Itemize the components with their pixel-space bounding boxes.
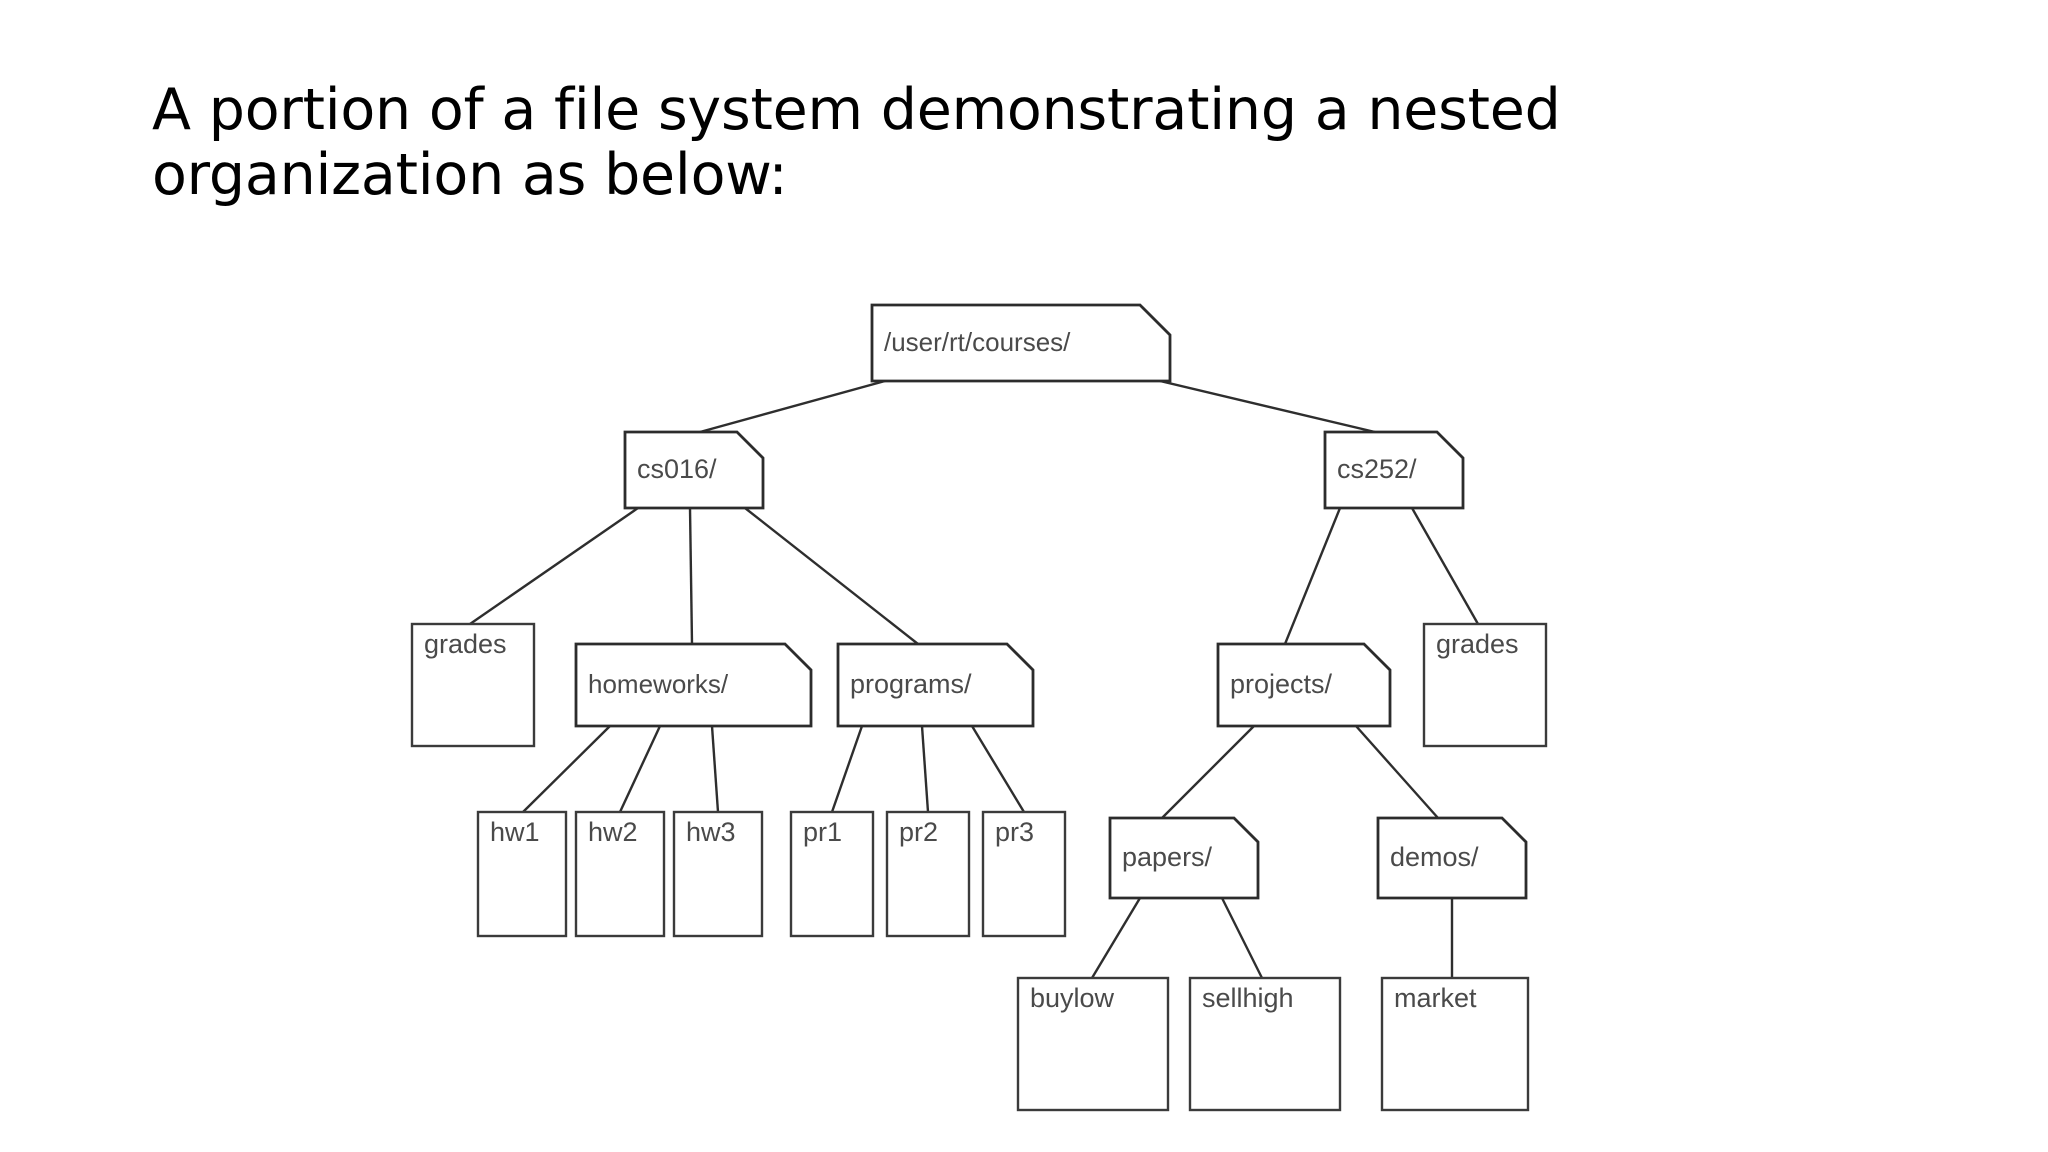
title-block: A portion of a file system demonstrating… — [152, 78, 1872, 208]
tree-edge-cs016-to-homeworks — [688, 507, 694, 645]
tree-node-pr3[interactable]: pr3 — [981, 810, 1067, 938]
tree-node-cs252[interactable]: cs252/ — [1323, 430, 1465, 510]
tree-node-programs[interactable]: programs/ — [836, 642, 1035, 728]
tree-node-label-market: market — [1394, 983, 1477, 1013]
tree-node-grades-l[interactable]: grades — [410, 622, 536, 748]
tree-node-label-programs: programs/ — [850, 669, 972, 699]
tree-node-label-cs252: cs252/ — [1337, 454, 1417, 484]
tree-edge-cs252-to-projects — [1283, 507, 1342, 645]
tree-edge-projects-to-demos — [1355, 725, 1439, 819]
file-icon-pr1[interactable] — [789, 810, 875, 938]
tree-edge-homeworks-to-hw3 — [710, 725, 720, 813]
tree-edge-programs-to-pr3 — [970, 725, 1026, 813]
tree-node-hw1[interactable]: hw1 — [476, 810, 568, 938]
file-icon-hw3[interactable] — [672, 810, 764, 938]
tree-node-buylow[interactable]: buylow — [1016, 976, 1170, 1112]
tree-node-hw2[interactable]: hw2 — [574, 810, 666, 938]
tree-node-label-hw3: hw3 — [686, 817, 736, 847]
tree-node-label-projects: projects/ — [1230, 669, 1333, 699]
tree-edge-cs252-to-grades-r — [1410, 507, 1480, 625]
tree-node-label-cs016: cs016/ — [637, 454, 717, 484]
tree-edge-programs-to-pr2 — [920, 725, 930, 813]
tree-edge-homeworks-to-hw1 — [522, 725, 611, 813]
tree-edge-cs016-to-grades-l — [469, 507, 639, 625]
tree-node-cs016[interactable]: cs016/ — [623, 430, 765, 510]
tree-node-projects[interactable]: projects/ — [1216, 642, 1392, 728]
folder-icon-papers[interactable] — [1108, 816, 1260, 900]
tree-node-label-pr1: pr1 — [803, 817, 842, 847]
tree-node-label-buylow: buylow — [1030, 983, 1115, 1013]
tree-edge-cs016-to-programs — [744, 507, 919, 645]
tree-node-papers[interactable]: papers/ — [1108, 816, 1260, 900]
tree-node-label-homeworks: homeworks/ — [588, 669, 729, 699]
tree-node-label-hw2: hw2 — [588, 817, 638, 847]
tree-node-label-grades-l: grades — [424, 629, 507, 659]
page-title: A portion of a file system demonstrating… — [152, 77, 1579, 208]
tree-node-demos[interactable]: demos/ — [1376, 816, 1528, 900]
tree-node-label-sellhigh: sellhigh — [1202, 983, 1294, 1013]
tree-node-label-pr2: pr2 — [899, 817, 938, 847]
file-icon-sellhigh[interactable] — [1188, 976, 1342, 1112]
file-icon-hw2[interactable] — [574, 810, 666, 938]
file-icon-grades-r[interactable] — [1422, 622, 1548, 748]
folder-icon-cs252[interactable] — [1323, 430, 1465, 510]
tree-node-pr2[interactable]: pr2 — [885, 810, 971, 938]
file-icon-market[interactable] — [1380, 976, 1530, 1112]
tree-node-label-pr3: pr3 — [995, 817, 1034, 847]
file-icon-pr2[interactable] — [885, 810, 971, 938]
tree-node-homeworks[interactable]: homeworks/ — [574, 642, 813, 728]
tree-edge-root-to-cs252 — [1159, 379, 1376, 434]
folder-icon-root[interactable] — [870, 303, 1172, 383]
folder-icon-demos[interactable] — [1376, 816, 1528, 900]
tree-svg: /user/rt/courses/cs016/cs252/grades homew… — [410, 303, 1548, 1112]
tree-edge-homeworks-to-hw2 — [618, 725, 662, 813]
tree-edge-programs-to-pr1 — [830, 725, 864, 813]
folder-icon-homeworks[interactable] — [574, 642, 813, 728]
tree-edge-papers-to-sellhigh — [1220, 897, 1264, 979]
file-icon-grades-l[interactable] — [410, 622, 536, 748]
tree-nodes: /user/rt/courses/cs016/cs252/grades homew… — [410, 303, 1548, 1112]
file-icon-buylow[interactable] — [1016, 976, 1170, 1112]
tree-node-grades-r[interactable]: grades — [1422, 622, 1548, 748]
tree-edges — [469, 379, 1480, 979]
file-icon-hw1[interactable] — [476, 810, 568, 938]
tree-node-label-demos: demos/ — [1390, 842, 1479, 872]
tree-node-root[interactable]: /user/rt/courses/ — [870, 303, 1172, 383]
file-icon-pr3[interactable] — [981, 810, 1067, 938]
tree-node-label-hw1: hw1 — [490, 817, 540, 847]
tree-node-sellhigh[interactable]: sellhigh — [1188, 976, 1342, 1112]
tree-node-label-root: /user/rt/courses/ — [884, 327, 1071, 357]
file-system-tree-diagram: /user/rt/courses/cs016/cs252/grades homew… — [0, 270, 2048, 1150]
tree-node-label-papers: papers/ — [1122, 842, 1213, 872]
folder-icon-programs[interactable] — [836, 642, 1035, 728]
tree-node-hw3[interactable]: hw3 — [672, 810, 764, 938]
folder-icon-cs016[interactable] — [623, 430, 765, 510]
tree-node-market[interactable]: market — [1380, 976, 1530, 1112]
tree-node-label-grades-r: grades — [1436, 629, 1519, 659]
tree-edge-root-to-cs016 — [699, 379, 886, 434]
folder-icon-projects[interactable] — [1216, 642, 1392, 728]
tree-edge-projects-to-papers — [1161, 725, 1255, 819]
tree-node-pr1[interactable]: pr1 — [789, 810, 875, 938]
tree-edge-papers-to-buylow — [1090, 897, 1142, 979]
